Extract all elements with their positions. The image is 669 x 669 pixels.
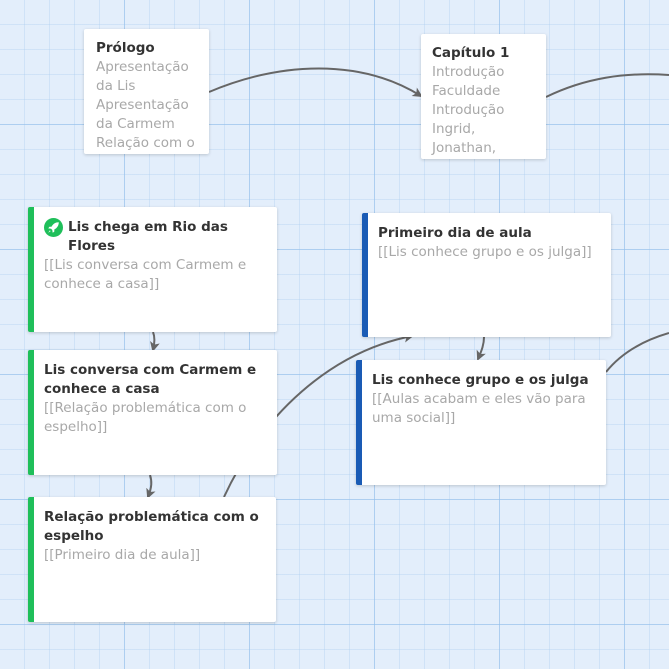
passage-excerpt: Introdução Faculdade Introdução Ingrid, … (432, 64, 505, 156)
passage-excerpt: [[Lis conversa com Carmem e conhece a ca… (44, 257, 247, 292)
passage-card-relacao[interactable]: Relação problemática com o espelho [[Pri… (28, 497, 276, 622)
link-conversa-to-relacao (146, 474, 156, 499)
passage-excerpt: [[Primeiro dia de aula]] (44, 547, 201, 563)
link-capitulo1-offscreen (545, 73, 669, 98)
passage-card-prologo[interactable]: Prólogo Apresentação da Lis Apresentação… (84, 29, 209, 154)
passage-title: Lis chega em Rio das Flores (68, 219, 228, 254)
passage-title: Lis conversa com Carmem e conhece a casa (44, 362, 257, 397)
passage-excerpt: Apresentação da Lis Apresentação da Carm… (96, 59, 195, 151)
link-conhece-offscreen (605, 332, 669, 373)
passage-title: Capítulo 1 (432, 45, 510, 61)
passage-excerpt: [[Aulas acabam e eles vão para uma socia… (372, 391, 586, 426)
link-primeiro-dia-to-conhece (476, 336, 486, 361)
passage-excerpt: [[Lis conhece grupo e os julga]] (378, 244, 592, 260)
passage-card-primeiro-dia[interactable]: Primeiro dia de aula [[Lis conhece grupo… (362, 213, 611, 337)
link-prologo-to-capitulo1 (208, 67, 423, 98)
passage-card-capitulo1[interactable]: Capítulo 1 Introdução Faculdade Introduç… (421, 34, 546, 159)
passage-title: Prólogo (96, 40, 155, 56)
passage-card-lis-conversa[interactable]: Lis conversa com Carmem e conhece a casa… (28, 350, 277, 475)
passage-title: Relação problemática com o espelho (44, 509, 259, 544)
passage-title: Lis conhece grupo e os julga (372, 372, 589, 388)
passage-title-row: Lis chega em Rio das Flores (44, 218, 267, 256)
rocket-icon (44, 218, 63, 237)
passage-card-lis-chega[interactable]: Lis chega em Rio das Flores [[Lis conver… (28, 207, 277, 332)
passage-card-lis-conhece[interactable]: Lis conhece grupo e os julga [[Aulas aca… (356, 360, 606, 485)
passage-excerpt: [[Relação problemática com o espelho]] (44, 400, 247, 435)
link-chega-to-conversa (150, 331, 160, 352)
passage-title: Primeiro dia de aula (378, 225, 532, 241)
